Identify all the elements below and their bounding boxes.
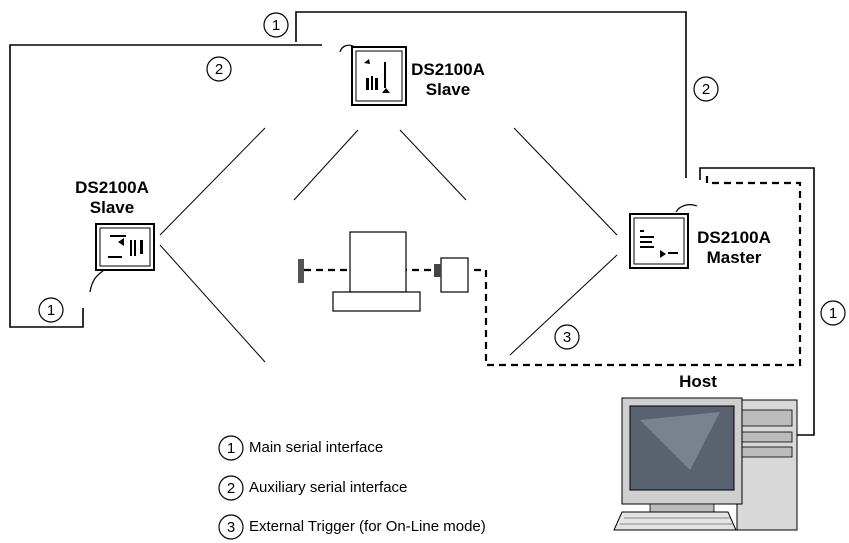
marker-main-right xyxy=(820,300,846,326)
legend-num-3: 3 xyxy=(227,519,235,536)
device-name: DS2100A xyxy=(697,228,771,247)
marker-trigger-text: 3 xyxy=(563,329,571,346)
top-slave-label: DS2100A Slave xyxy=(408,60,488,100)
main-serial-line-top xyxy=(295,11,687,178)
legend-aux-serial: Auxiliary serial interface xyxy=(249,479,408,496)
marker-trigger xyxy=(554,324,580,350)
marker-aux-left xyxy=(206,56,232,82)
marker-main-top xyxy=(263,12,289,38)
marker-main-left xyxy=(38,297,64,323)
legend-marker-1 xyxy=(218,435,244,461)
marker-main-top-text: 1 xyxy=(272,17,280,34)
legend-external-trigger: External Trigger (for On-Line mode) xyxy=(249,518,486,535)
host-computer-icon xyxy=(613,397,798,531)
legend-marker-2 xyxy=(218,475,244,501)
device-name: DS2100A xyxy=(75,178,149,197)
device-role: Slave xyxy=(425,80,471,99)
host-label: Host xyxy=(679,372,717,391)
object-on-conveyor xyxy=(332,231,469,312)
left-slave-label: DS2100A Slave xyxy=(72,178,152,218)
marker-main-left-text: 1 xyxy=(47,302,55,319)
marker-aux-right xyxy=(693,76,719,102)
scanner-icon xyxy=(629,204,698,269)
aux-serial-line-left xyxy=(9,44,322,328)
legend-marker-3 xyxy=(218,514,244,540)
marker-aux-left-text: 2 xyxy=(215,61,223,78)
master-label: DS2100A Master xyxy=(694,228,774,268)
main-serial-line-right xyxy=(699,167,815,436)
scanner-icon xyxy=(89,223,155,293)
marker-aux-right-text: 2 xyxy=(702,81,710,98)
reflector xyxy=(298,259,304,283)
device-role: Slave xyxy=(89,198,135,217)
photocell xyxy=(434,264,441,277)
legend-num-2: 2 xyxy=(227,480,235,497)
device-name: DS2100A xyxy=(411,60,485,79)
trigger-line xyxy=(470,176,802,367)
legend-main-serial: Main serial interface xyxy=(249,439,384,456)
device-role: Master xyxy=(706,248,762,267)
marker-main-right-text: 1 xyxy=(829,305,837,322)
legend-num-1: 1 xyxy=(227,440,235,457)
scanner-icon xyxy=(339,44,407,106)
